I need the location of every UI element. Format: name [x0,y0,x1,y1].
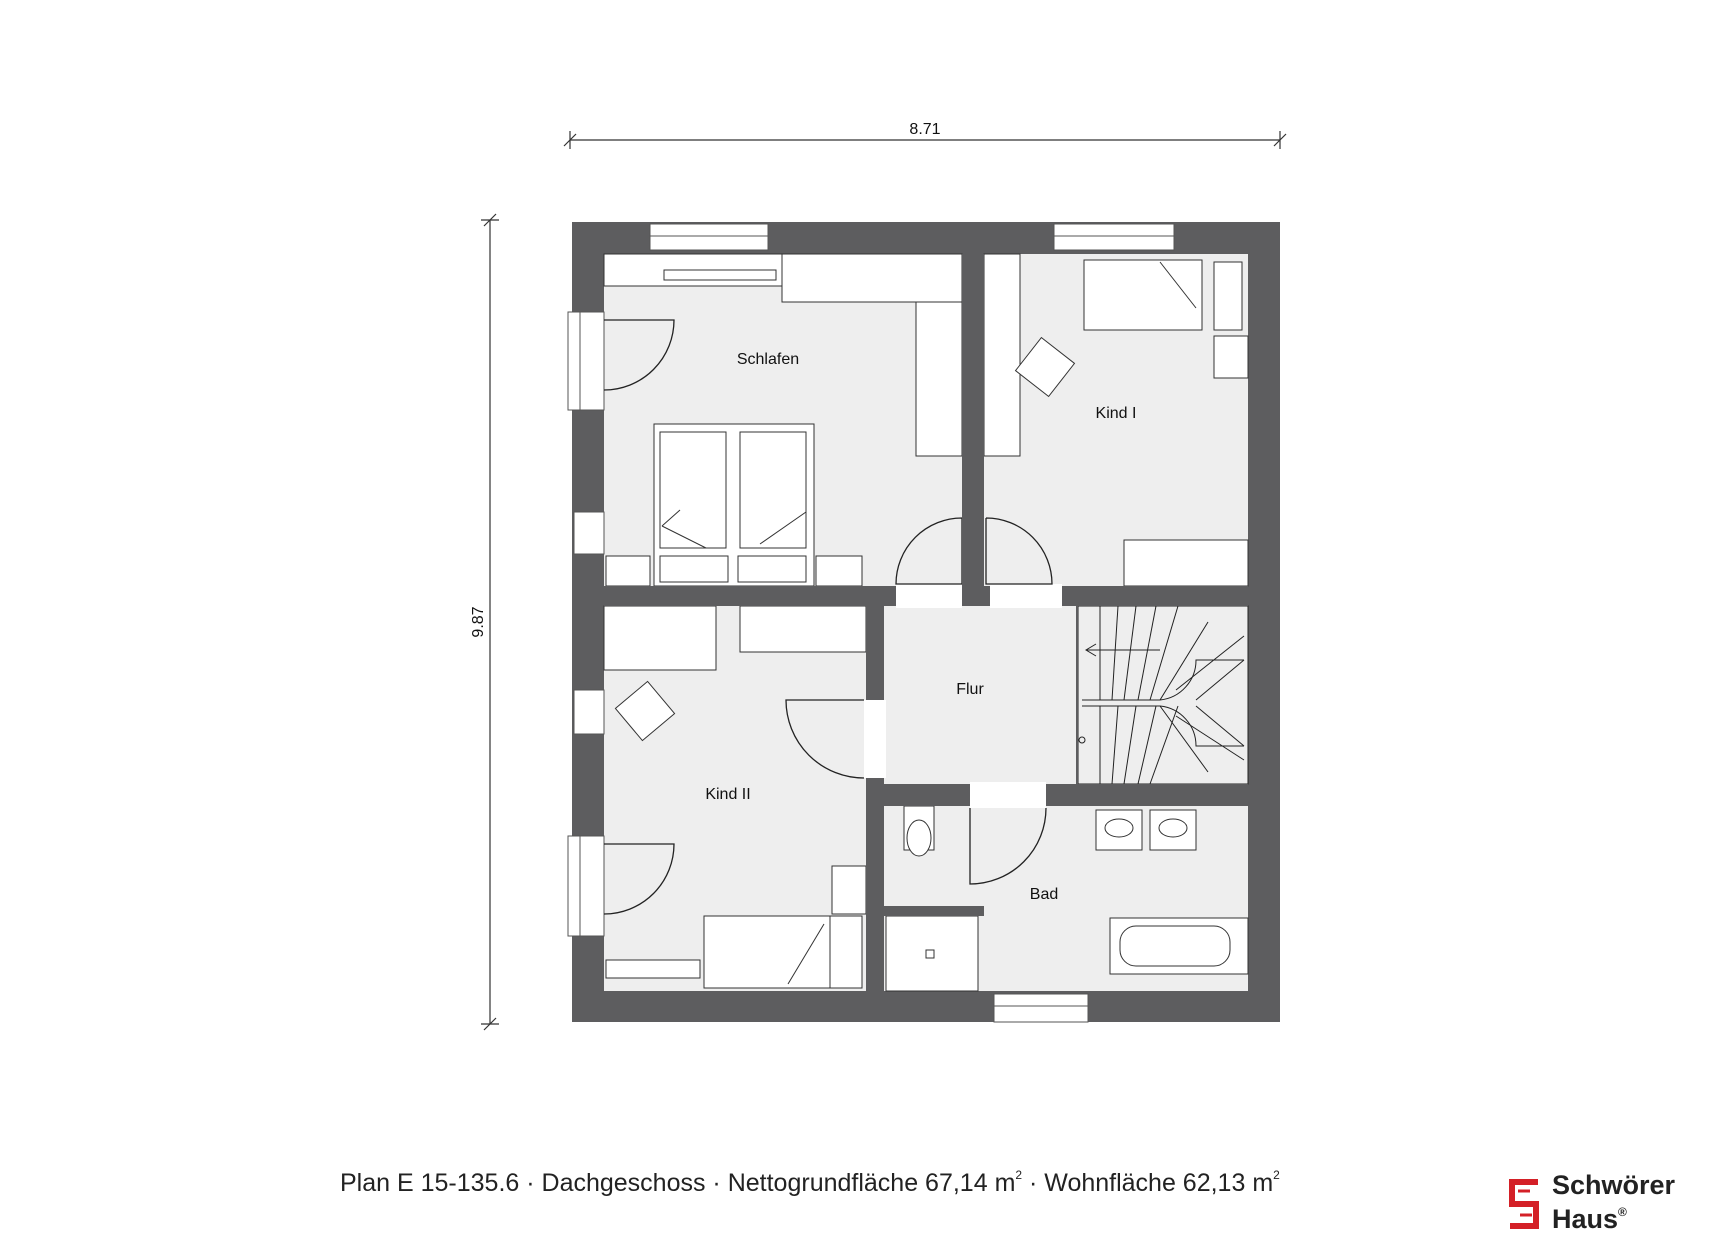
caption-text: Plan E 15-135.6 · Dachgeschoss · Nettogr… [340,1169,1016,1197]
caption-sup1: 2 [1015,1168,1023,1182]
interior-walls [604,254,1248,991]
logo-line2: Haus [1552,1204,1619,1234]
label-kind2: Kind II [705,786,750,803]
furniture-kind2 [603,605,867,989]
room-flur [884,606,1076,784]
furniture-schlafen [603,253,963,587]
width-dimension [563,131,1287,149]
windows [567,223,1175,1023]
logo-s-icon [1509,1179,1539,1229]
caption-sup2: 2 [1273,1168,1280,1182]
door-swings [603,319,1053,915]
height-dimension [481,213,499,1031]
schwoerer-haus-logo: Schwörer Haus® [1506,1172,1706,1242]
label-schlafen: Schlafen [737,351,799,368]
logo-reg: ® [1618,1205,1627,1219]
bathroom-fixtures [885,805,1249,992]
label-kind1: Kind I [1096,405,1137,422]
furniture-kind1 [983,253,1249,587]
label-bad: Bad [1030,886,1058,903]
plan-caption: Plan E 15-135.6 · Dachgeschoss · Nettogr… [340,1168,1280,1198]
height-dimension-label: 9.87 [470,606,487,637]
door-openings [864,584,1062,808]
label-flur: Flur [956,681,984,698]
logo-line1: Schwörer [1552,1170,1676,1200]
width-dimension-label: 8.71 [909,121,940,138]
caption-mid: · Wohnfläche 62,13 m [1022,1169,1274,1197]
room-labels: Schlafen Kind I Kind II Flur Bad [705,351,1136,903]
